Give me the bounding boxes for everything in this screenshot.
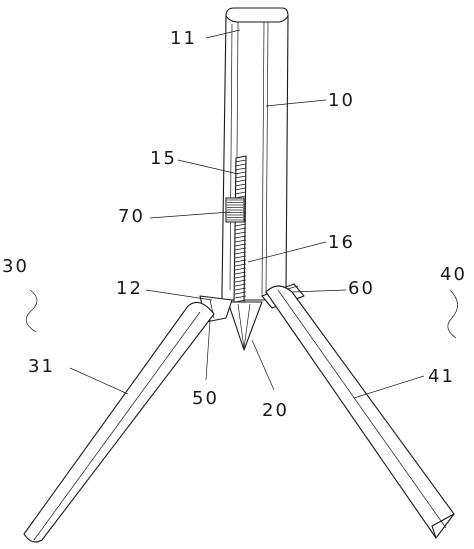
label-15: 15: [150, 148, 177, 169]
nut-block: [225, 197, 245, 223]
thread-line: [234, 191, 247, 195]
right-leg: [265, 285, 455, 539]
thread-line: [234, 179, 247, 183]
thread-line: [234, 247, 247, 251]
label-12: 12: [116, 278, 143, 299]
thread-line: [234, 271, 247, 275]
thread-line: [234, 159, 247, 163]
thread-line: [234, 255, 247, 259]
thread-line: [234, 167, 247, 171]
thread-line: [234, 279, 247, 283]
thread-line: [234, 275, 247, 279]
thread-line: [234, 231, 247, 235]
pointed-tip: [227, 301, 263, 351]
thread-line: [234, 183, 247, 187]
reference-labels: 11 10 15 70 16 12 60 30 40 31 41 50 20: [2, 28, 467, 421]
threaded-rod: [233, 155, 247, 305]
thread-line: [234, 251, 247, 255]
main-column: [221, 7, 289, 301]
thread-line: [234, 163, 247, 167]
thread-line: [234, 175, 247, 179]
label-50: 50: [192, 388, 219, 409]
thread-line: [234, 243, 247, 247]
leader-lines: [25, 29, 458, 399]
thread-line: [234, 287, 247, 291]
label-20: 20: [262, 400, 289, 421]
thread-line: [234, 291, 247, 295]
label-41: 41: [428, 366, 455, 387]
thread-line: [234, 295, 247, 299]
label-11: 11: [170, 28, 197, 49]
label-30: 30: [2, 256, 29, 277]
thread-line: [234, 267, 247, 271]
thread-line: [234, 283, 247, 287]
thread-line: [234, 235, 247, 239]
label-40: 40: [440, 264, 467, 285]
thread-line: [234, 263, 247, 267]
label-70: 70: [118, 206, 145, 227]
thread-line: [234, 187, 247, 191]
label-16: 16: [328, 232, 355, 253]
label-10: 10: [328, 90, 355, 111]
left-leg: [23, 301, 215, 543]
label-31: 31: [28, 356, 55, 377]
thread-line: [234, 227, 247, 231]
thread-line: [234, 223, 247, 227]
thread-line: [234, 239, 247, 243]
label-60: 60: [348, 278, 375, 299]
thread-line: [234, 259, 247, 263]
